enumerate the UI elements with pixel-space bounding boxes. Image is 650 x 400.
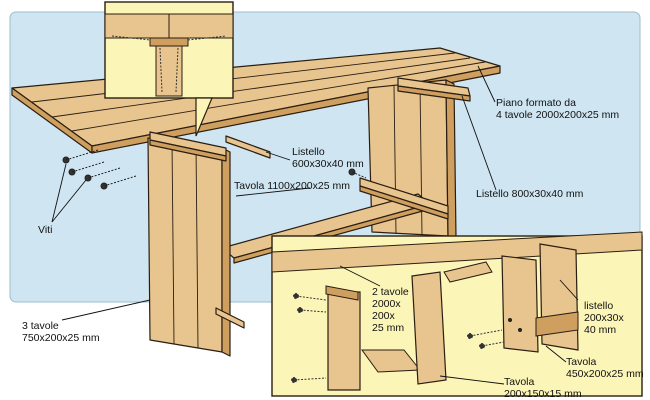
screws — [62, 149, 367, 190]
foot-batten — [215, 307, 245, 329]
label-listello-800: Listello 800x30x40 mm — [476, 188, 584, 200]
label-tavola-1100: Tavola 1100x200x25 mm — [234, 180, 350, 192]
detail-inset-bottom — [271, 231, 643, 397]
detail-inset-top — [104, 1, 234, 137]
leader-lines — [51, 65, 579, 385]
left-leg — [147, 131, 231, 357]
label-viti: Viti — [38, 224, 53, 236]
loose-batten — [225, 135, 271, 159]
